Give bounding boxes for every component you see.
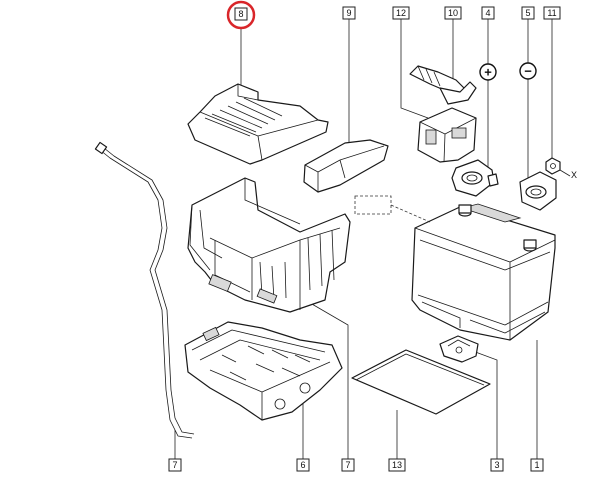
callout-6[interactable]: 6	[296, 458, 310, 472]
svg-text:+: +	[484, 65, 492, 80]
callout-10[interactable]: 10	[444, 6, 462, 20]
part-12-fuse-box	[417, 107, 477, 163]
negative-symbol-icon: −	[519, 62, 537, 80]
callout-4[interactable]: 4	[481, 6, 495, 20]
axis-x-label: X	[571, 170, 577, 180]
callout-7-hose-label: 7	[172, 460, 177, 470]
part-1-battery	[354, 195, 556, 341]
callout-8-label: 8	[238, 9, 243, 19]
part-3-hold-down-clamp	[439, 335, 479, 363]
leader-lines	[174, 19, 553, 459]
callout-6-label: 6	[300, 460, 305, 470]
callout-8-highlight-ring	[226, 0, 256, 30]
part-4-positive-clamp	[451, 159, 499, 197]
part-7-battery-box	[187, 177, 351, 313]
callouts: 8 9 12 10 4 5 11 7	[168, 0, 561, 472]
callout-5-label: 5	[525, 8, 530, 18]
callout-10-label: 10	[448, 8, 458, 18]
callout-8[interactable]: 8	[226, 0, 256, 30]
part-8-top-cover	[187, 83, 329, 165]
callout-7-box[interactable]: 7	[341, 458, 355, 472]
callout-1[interactable]: 1	[530, 458, 544, 472]
callout-13[interactable]: 13	[388, 458, 406, 472]
part-13-mat	[351, 349, 491, 415]
part-10-cable	[409, 65, 477, 105]
callout-3[interactable]: 3	[490, 458, 504, 472]
callout-12[interactable]: 12	[392, 6, 410, 20]
callout-7-hose[interactable]: 7	[168, 458, 182, 472]
callout-11-label: 11	[547, 8, 556, 18]
callout-12-label: 12	[396, 8, 406, 18]
callout-5[interactable]: 5	[521, 6, 535, 20]
callout-7-box-label: 7	[345, 460, 350, 470]
part-5-negative-clamp	[519, 171, 557, 211]
callout-13-label: 13	[392, 460, 402, 470]
callout-11[interactable]: 11	[543, 6, 561, 20]
part-7-drain-hose	[94, 141, 195, 439]
positive-symbol-icon: +	[479, 63, 497, 81]
callout-9-label: 9	[346, 8, 351, 18]
callout-9[interactable]: 9	[342, 6, 356, 20]
part-6-base-tray	[184, 321, 343, 421]
callout-1-label: 1	[534, 460, 539, 470]
callout-4-label: 4	[485, 8, 490, 18]
part-11-nut: X	[545, 157, 577, 180]
svg-text:−: −	[524, 64, 532, 79]
part-9-terminal-cover	[303, 139, 389, 193]
callout-3-label: 3	[494, 460, 499, 470]
